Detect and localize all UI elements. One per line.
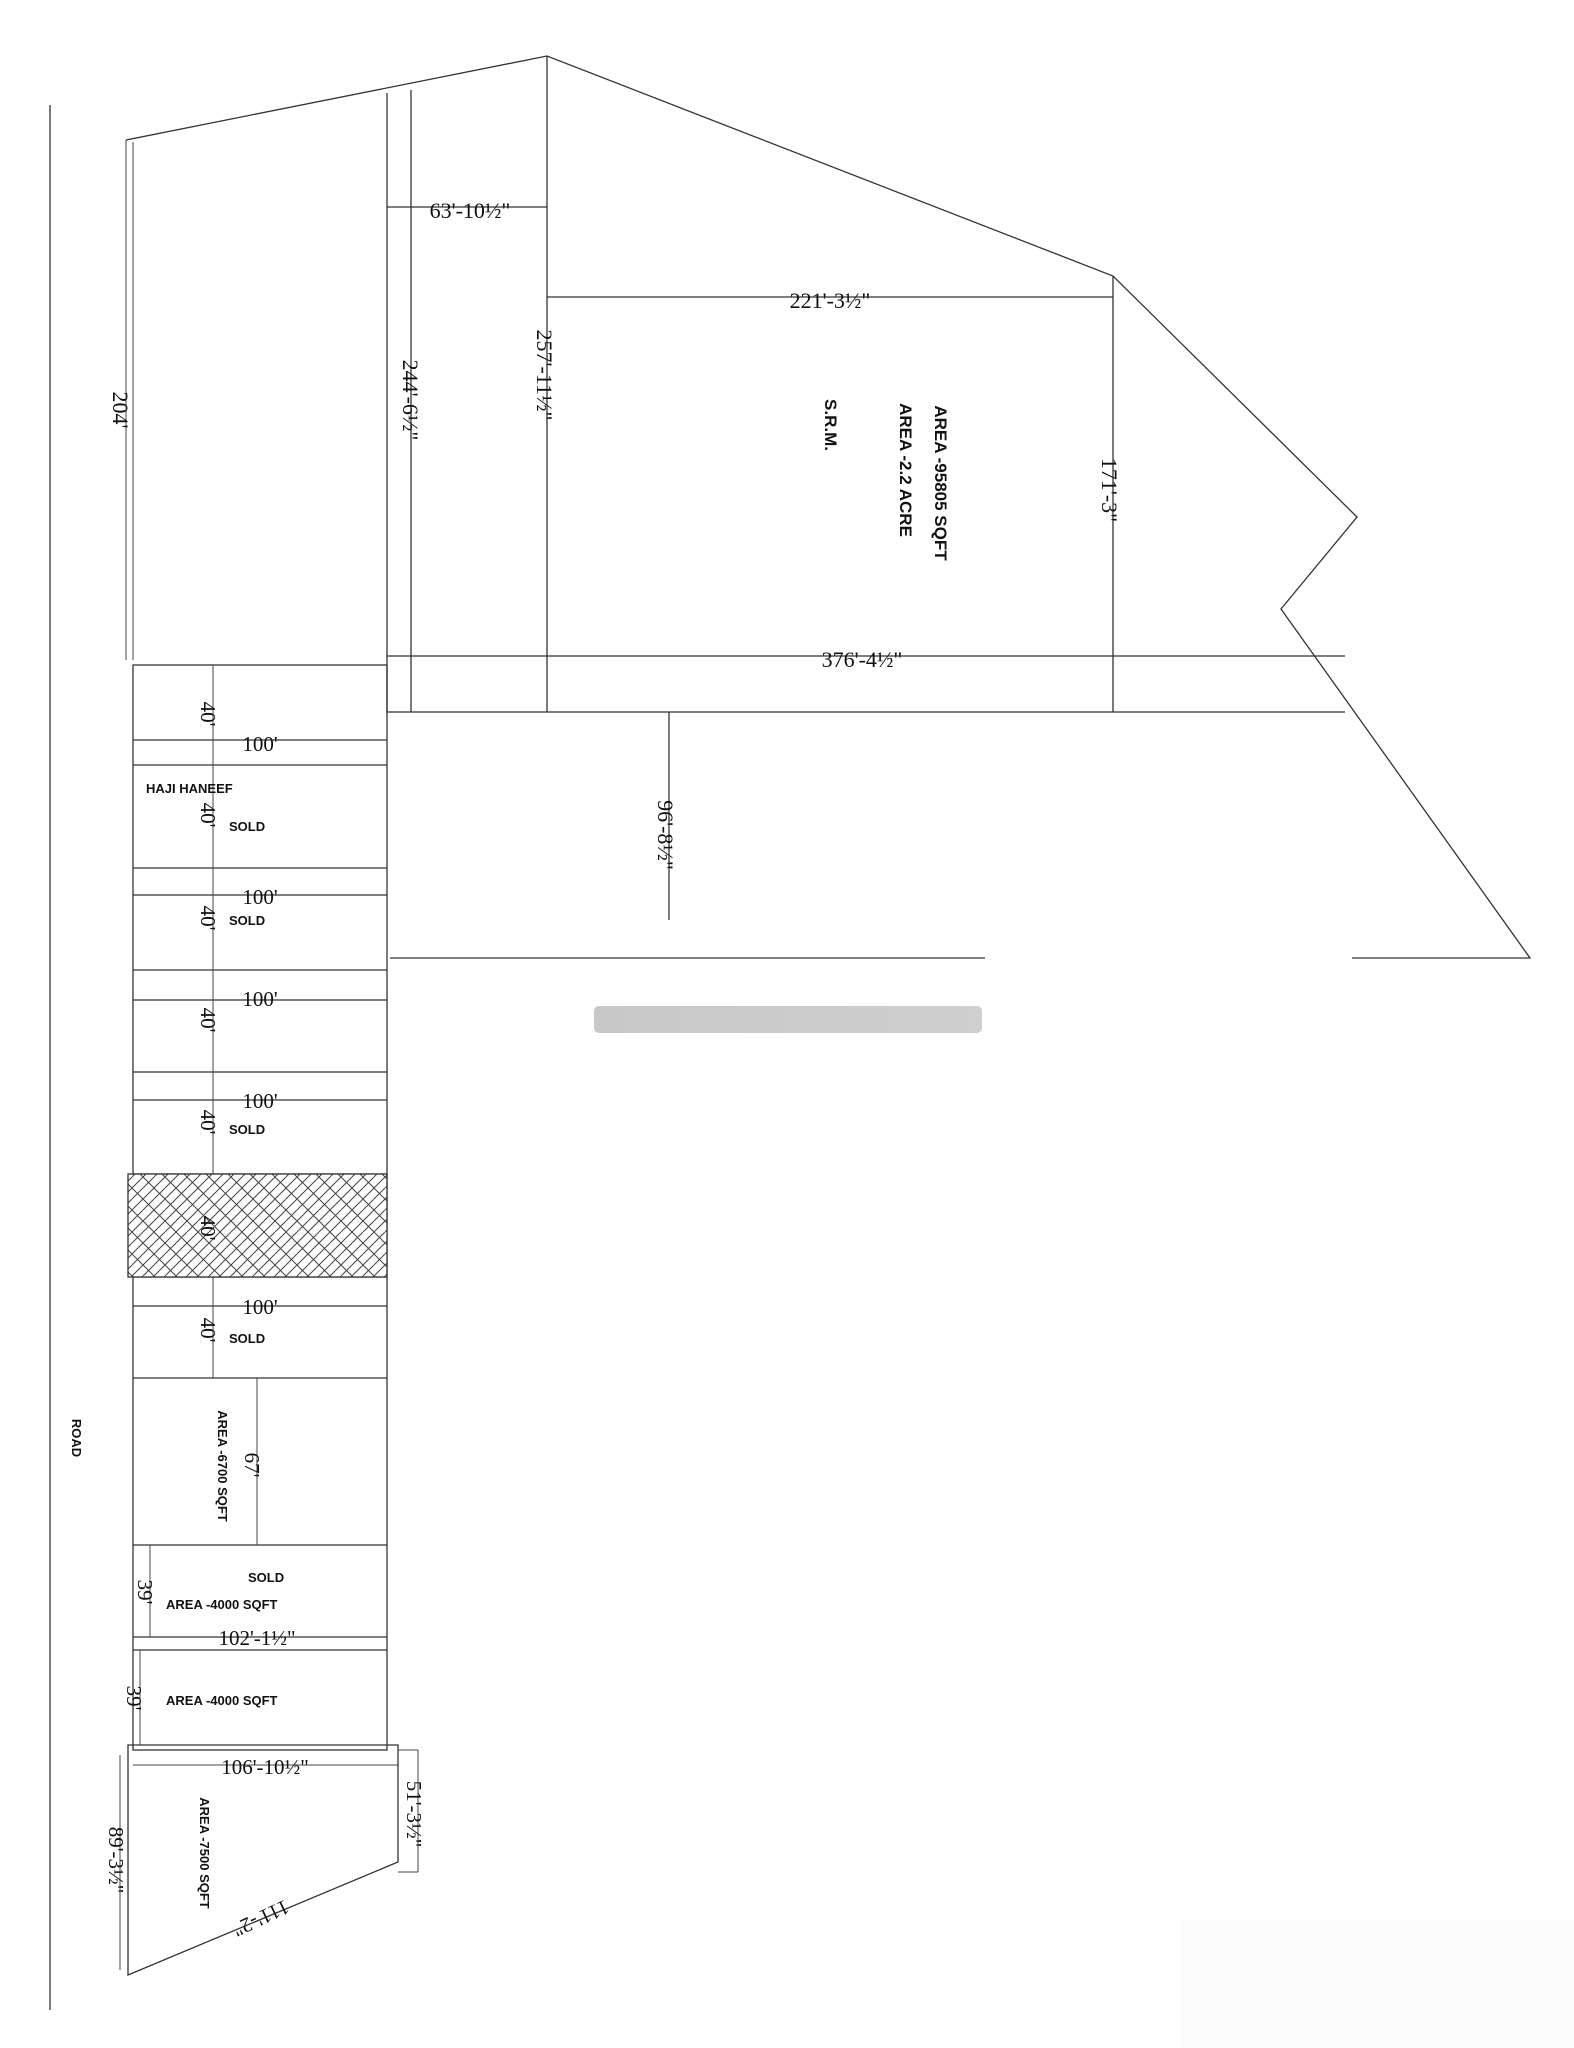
label-257: 257'-11½"	[532, 330, 557, 421]
label-area-sqft: AREA -95805 SQFT	[931, 405, 950, 561]
plot-sold-label: SOLD	[229, 913, 265, 928]
label-376: 376'-4½"	[822, 647, 903, 672]
label-area-4000-b: AREA -4000 SQFT	[166, 1693, 278, 1708]
label-106: 106'-10½"	[221, 1755, 309, 1779]
bottom-trapezoid-plot	[127, 1744, 399, 1976]
label-39-a: 39'	[133, 1580, 157, 1605]
label-89: 89'-3½"	[104, 1827, 128, 1894]
label-area-7500: AREA -7500 SQFT	[197, 1797, 212, 1909]
label-204: 204'	[108, 392, 133, 429]
plot-width-label: 40'	[196, 803, 220, 828]
label-63: 63'-10½"	[430, 198, 511, 223]
plot-owner-label: HAJI HANEEF	[146, 781, 233, 796]
label-96: 96'-8½"	[653, 800, 678, 870]
hatched-plot	[127, 1173, 388, 1278]
plot-sold-label: SOLD	[229, 1122, 265, 1137]
plot-length-label: 100'	[242, 987, 277, 1011]
plot-width-label: 40'	[196, 906, 220, 931]
label-area-4000-a: AREA -4000 SQFT	[166, 1597, 278, 1612]
redaction-bar	[594, 1006, 982, 1033]
label-39-b: 39'	[122, 1686, 146, 1711]
label-102: 102'-1½"	[218, 1626, 295, 1650]
plot-width-label: 40'	[196, 1318, 220, 1343]
label-51: 51'-3½"	[402, 1781, 426, 1848]
plot-length-label: 100'	[242, 1089, 277, 1113]
plot-width-label: 40'	[196, 702, 220, 727]
plot-length-label: 100'	[242, 732, 277, 756]
corner-smudge	[1180, 1920, 1574, 2048]
main-parcel-boundary	[125, 55, 1532, 959]
label-171: 171'-3"	[1097, 458, 1122, 522]
plot-width-label: 40'	[196, 1110, 220, 1135]
label-area-6700: AREA -6700 SQFT	[215, 1410, 230, 1522]
plot-width-label: 40'	[196, 1008, 220, 1033]
label-221: 221'-3½"	[790, 288, 871, 313]
label-srm: S.R.M.	[821, 399, 840, 451]
label-sold-4000: SOLD	[248, 1570, 284, 1585]
label-111: 111'-2"	[229, 1895, 293, 1942]
plot-sold-label: SOLD	[229, 1331, 265, 1346]
plot-length-label: 100'	[242, 885, 277, 909]
label-244: 244'-6½"	[398, 360, 423, 441]
label-67: 67'	[240, 1453, 264, 1478]
hatched-plot-width-label: 40'	[196, 1216, 220, 1241]
plot-length-label: 100'	[242, 1295, 277, 1319]
plot-sold-label: SOLD	[229, 819, 265, 834]
label-area-acre: AREA -2.2 ACRE	[896, 403, 915, 537]
label-road: ROAD	[69, 1419, 84, 1457]
